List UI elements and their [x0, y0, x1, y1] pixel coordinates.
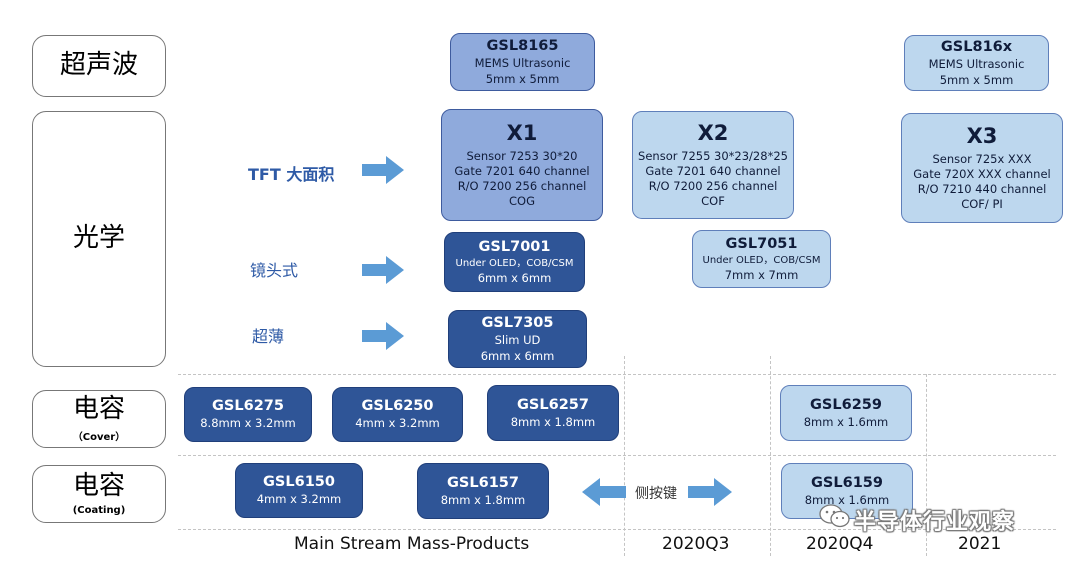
row-divider-3	[178, 529, 1056, 530]
timeline-2020q3: 2020Q3	[662, 534, 730, 554]
product-size: 5mm x 5mm	[485, 71, 560, 86]
tech-thin-label: 超薄	[252, 327, 285, 346]
product-readout: R/O 7210 440 channel	[917, 182, 1047, 197]
product-spec: Under OLED，COB/CSM	[455, 258, 574, 270]
side-key-label: 侧按键	[635, 486, 677, 502]
product-package: COG	[509, 194, 535, 209]
product-size: 8mm x 1.8mm	[510, 414, 596, 429]
category-ultrasonic-label: 超声波	[59, 50, 138, 81]
category-capacitive-coating: 电容 (Coating)	[32, 465, 166, 523]
tech-lens-label: 镜头式	[250, 261, 299, 280]
product-gsl8165: GSL8165 MEMS Ultrasonic 5mm x 5mm	[450, 33, 595, 91]
product-spec: Under OLED，COB/CSM	[702, 255, 821, 267]
category-cover-label: 电容	[72, 394, 125, 425]
category-ultrasonic: 超声波	[32, 35, 166, 97]
product-name: GSL816x	[940, 39, 1013, 56]
category-optical-label: 光学	[72, 223, 125, 254]
product-spec: Slim UD	[494, 333, 541, 348]
product-gsl6250: GSL6250 4mm x 3.2mm	[332, 387, 463, 442]
product-x2: X2 Sensor 7255 30*23/28*25 Gate 7201 640…	[632, 111, 794, 219]
arrow-right-icon	[362, 256, 404, 284]
product-size: 8mm x 1.6mm	[803, 414, 889, 429]
product-package: COF	[701, 194, 725, 209]
product-size: 8mm x 1.6mm	[804, 492, 890, 507]
column-divider-q3	[624, 356, 625, 556]
product-name: X3	[966, 123, 998, 148]
category-coating-sub: (Coating)	[72, 504, 126, 516]
product-size: 4mm x 3.2mm	[256, 492, 342, 507]
product-spec: MEMS Ultrasonic	[474, 56, 571, 71]
arrow-left-icon	[582, 478, 626, 506]
category-optical: 光学	[32, 111, 166, 367]
product-name: GSL6250	[361, 398, 434, 415]
product-name: GSL6150	[263, 474, 335, 491]
product-size: 6mm x 6mm	[477, 270, 552, 285]
category-coating-label: 电容	[72, 471, 125, 502]
product-gsl7001: GSL7001 Under OLED，COB/CSM 6mm x 6mm	[444, 232, 585, 292]
product-gsl6150: GSL6150 4mm x 3.2mm	[235, 463, 363, 518]
row-divider-1	[178, 374, 1056, 375]
product-name: GSL6275	[212, 398, 284, 415]
category-capacitive-cover: 电容 （Cover）	[32, 390, 166, 448]
watermark-text: 半导体行业观察	[854, 510, 1016, 535]
product-gsl6257: GSL6257 8mm x 1.8mm	[487, 385, 619, 441]
product-spec: MEMS Ultrasonic	[928, 57, 1025, 72]
timeline-2021: 2021	[958, 534, 1002, 554]
product-package: COF/ PI	[961, 197, 1003, 212]
arrow-right-icon	[362, 156, 404, 184]
arrow-right-icon	[362, 322, 404, 350]
product-size: 8mm x 1.8mm	[440, 492, 526, 507]
product-size: 8.8mm x 3.2mm	[200, 416, 296, 431]
product-gsl6275: GSL6275 8.8mm x 3.2mm	[184, 387, 312, 442]
product-gsl7305: GSL7305 Slim UD 6mm x 6mm	[448, 310, 587, 368]
product-name: GSL8165	[486, 38, 559, 55]
category-cover-sub: （Cover）	[72, 431, 126, 443]
product-gsl6157: GSL6157 8mm x 1.8mm	[417, 463, 549, 519]
product-name: GSL6259	[810, 396, 882, 413]
product-name: GSL6157	[447, 474, 519, 491]
wechat-logo-icon	[819, 504, 850, 528]
arrow-right-icon	[688, 478, 732, 506]
product-size: 6mm x 6mm	[480, 348, 555, 363]
product-readout: R/O 7200 256 channel	[648, 179, 778, 194]
product-size: 4mm x 3.2mm	[355, 416, 440, 431]
timeline-mass-products: Main Stream Mass-Products	[294, 534, 530, 554]
product-x3: X3 Sensor 725x XXX Gate 720X XXX channel…	[901, 113, 1063, 223]
product-gate: Gate 7201 640 channel	[454, 163, 590, 178]
product-gsl6259: GSL6259 8mm x 1.6mm	[780, 385, 912, 441]
product-name: GSL7051	[725, 236, 798, 253]
product-name: GSL7305	[481, 315, 554, 332]
product-sensor: Sensor 7255 30*23/28*25	[638, 148, 788, 163]
product-sensor: Sensor 7253 30*20	[466, 148, 578, 163]
product-gsl7051: GSL7051 Under OLED，COB/CSM 7mm x 7mm	[692, 230, 831, 288]
tech-tft-label: TFT 大面积	[248, 165, 335, 184]
product-gsl816x: GSL816x MEMS Ultrasonic 5mm x 5mm	[904, 35, 1049, 91]
product-size: 7mm x 7mm	[724, 267, 799, 282]
product-name: GSL7001	[478, 239, 551, 256]
product-name: X1	[506, 120, 538, 145]
column-divider-q4	[770, 356, 771, 556]
row-divider-2	[178, 455, 1056, 456]
column-divider-2021	[926, 374, 927, 556]
product-name: GSL6159	[811, 474, 883, 491]
timeline-2020q4: 2020Q4	[806, 534, 874, 554]
product-name: X2	[697, 120, 729, 145]
product-sensor: Sensor 725x XXX	[932, 151, 1032, 166]
product-name: GSL6257	[517, 396, 589, 413]
product-readout: R/O 7200 256 channel	[457, 179, 587, 194]
product-gate: Gate 720X XXX channel	[913, 166, 1051, 181]
product-size: 5mm x 5mm	[939, 72, 1014, 87]
product-x1: X1 Sensor 7253 30*20 Gate 7201 640 chann…	[441, 109, 603, 221]
product-gate: Gate 7201 640 channel	[645, 163, 781, 178]
